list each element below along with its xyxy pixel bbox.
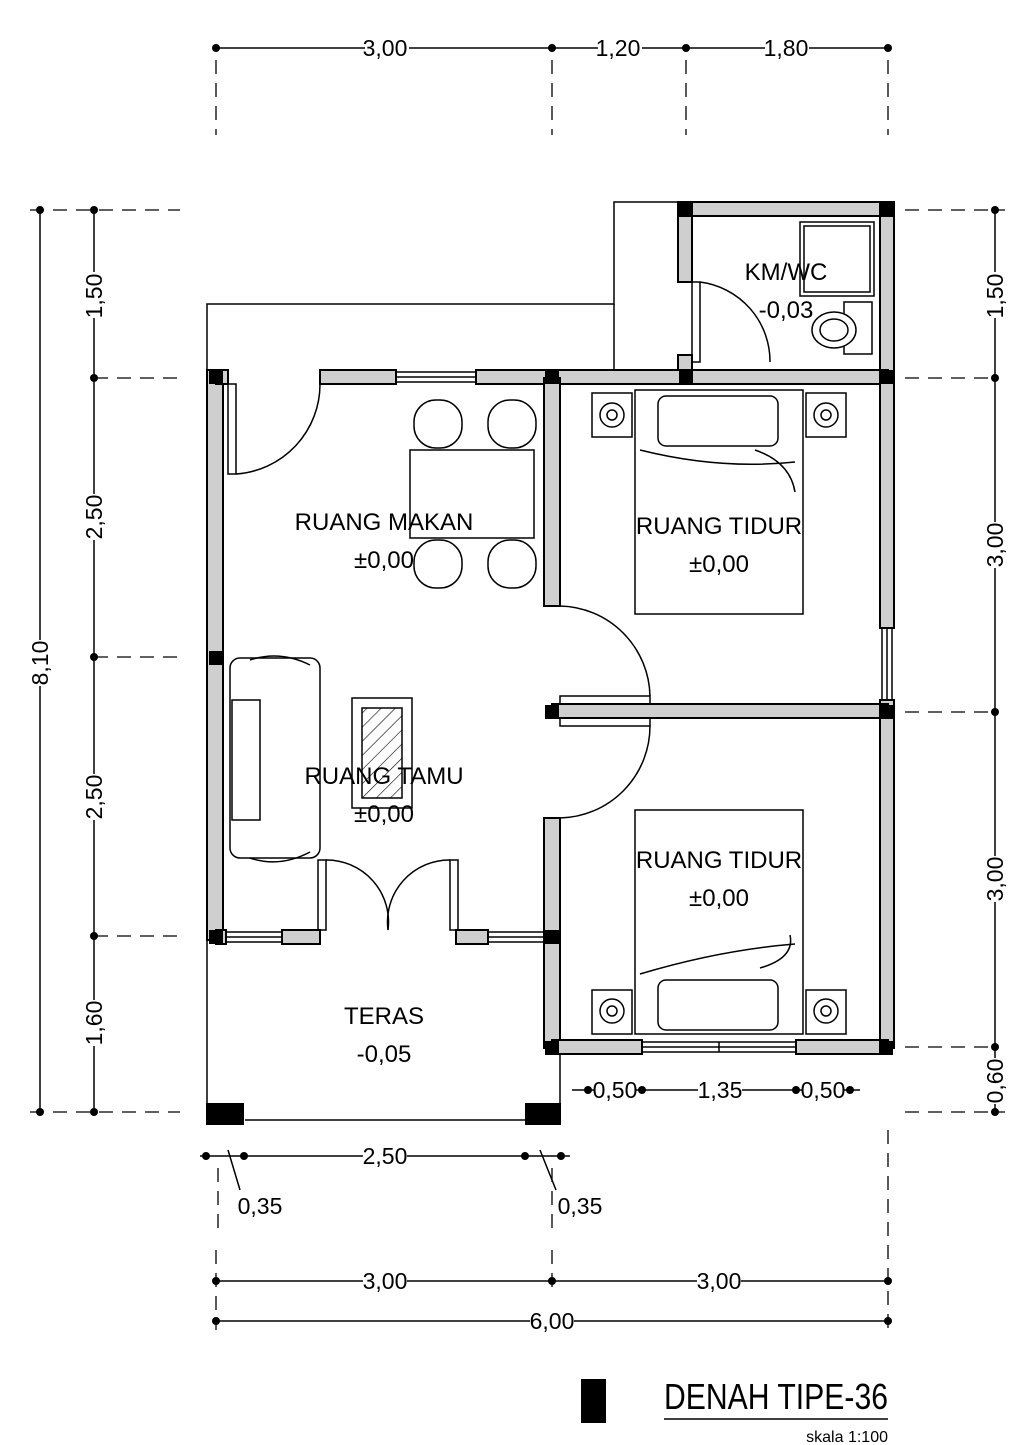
dim-right-4: 0,60	[982, 1059, 1008, 1104]
furniture	[229, 221, 875, 1035]
drawing-title: DENAH TIPE-36	[664, 1376, 888, 1417]
dim-left-1: 1,50	[81, 274, 107, 319]
dim-left-3: 2,50	[81, 775, 107, 820]
dim-right-2: 3,00	[982, 523, 1008, 568]
top-dimension-line: 3,00 1,20 1,80	[212, 35, 892, 135]
title-block: DENAH TIPE-36 skala 1:100	[581, 1376, 888, 1445]
dim-top-1: 3,00	[363, 35, 408, 61]
dim-window-1: 0,50	[593, 1077, 638, 1103]
room-kmwc-name: KM/WC	[745, 259, 828, 286]
dim-left-2: 2,50	[81, 495, 107, 540]
title-marker	[581, 1379, 606, 1423]
columns	[206, 203, 893, 1125]
room-makan-name: RUANG MAKAN	[295, 509, 474, 536]
dim-bottom-1: 3,00	[363, 1268, 408, 1294]
right-dimension-line: 1,50 3,00 3,00 0,60	[905, 206, 1008, 1116]
room-tidur-2-name: RUANG TIDUR	[636, 847, 802, 874]
dim-top-2: 1,20	[596, 35, 641, 61]
shower-tray	[799, 221, 875, 297]
dining-table	[409, 449, 535, 539]
dim-right-3: 3,00	[982, 857, 1008, 902]
dim-window-2: 1,35	[698, 1077, 743, 1103]
room-makan-level: ±0,00	[354, 547, 414, 574]
drawing-scale: skala 1:100	[806, 1429, 888, 1445]
room-tidur-1-name: RUANG TIDUR	[636, 513, 802, 540]
room-kmwc-level: -0,03	[759, 297, 814, 324]
dim-bottom-total: 6,00	[530, 1308, 575, 1334]
dim-top-3: 1,80	[764, 35, 809, 61]
room-tidur-1-level: ±0,00	[689, 551, 749, 578]
room-tamu-level: ±0,00	[354, 801, 414, 828]
dim-column-right: 0,35	[558, 1193, 603, 1219]
left-dimension-line: 1,50 2,50 2,50 1,60 8,10	[27, 206, 180, 1116]
dim-bottom-2: 3,00	[697, 1268, 742, 1294]
bottom-dimension-line: 3,00 3,00 6,00	[212, 1130, 892, 1334]
room-labels: KM/WC -0,03 RUANG MAKAN ±0,00 RUANG TAMU…	[295, 259, 828, 1068]
dim-window-3: 0,50	[801, 1077, 846, 1103]
room-teras-level: -0,05	[357, 1041, 412, 1068]
room-tamu-name: RUANG TAMU	[304, 763, 463, 790]
window-dimension-line: 0,50 1,35 0,50	[572, 1077, 860, 1103]
dim-left-total: 8,10	[27, 641, 53, 686]
room-teras-name: TERAS	[344, 1003, 424, 1030]
dim-teras-width: 2,50	[363, 1143, 408, 1169]
dim-column-left: 0,35	[238, 1193, 283, 1219]
doors	[227, 281, 771, 931]
teras-dimension-line: 2,50 0,35 0,35	[200, 1143, 602, 1230]
room-tidur-2-level: ±0,00	[689, 885, 749, 912]
dim-left-4: 1,60	[81, 1001, 107, 1046]
dim-right-1: 1,50	[982, 274, 1008, 319]
